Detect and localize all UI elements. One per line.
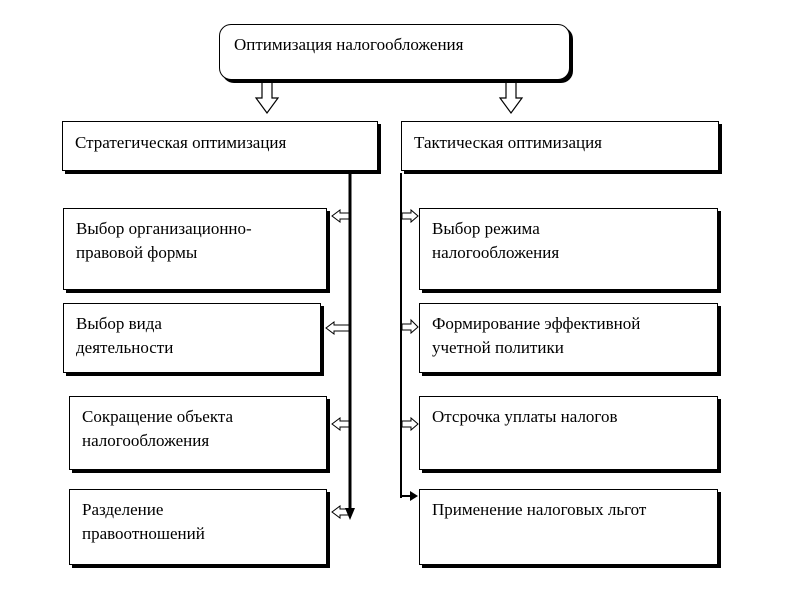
strategic-item-label: Сокращение объекта налогообложения xyxy=(82,407,234,450)
arrow-right-3 xyxy=(401,416,419,432)
arrow-left-2 xyxy=(325,321,350,335)
strategic-item-4: Разделение правоотношений xyxy=(69,489,327,565)
tactical-item-2: Формирование эффективной учетной политик… xyxy=(419,303,718,373)
arrow-right-4 xyxy=(401,491,418,501)
tactical-item-label: Отсрочка уплаты налогов xyxy=(432,407,618,426)
arrow-right-1 xyxy=(401,208,419,224)
arrow-left-1 xyxy=(331,209,350,223)
strategic-item-label: Разделение правоотношений xyxy=(82,500,205,543)
arrow-down-strategic xyxy=(254,81,280,115)
strategic-item-1: Выбор организационно- правовой формы xyxy=(63,208,327,290)
tactical-item-label: Выбор режима налогообложения xyxy=(432,219,560,262)
strategic-item-label: Выбор вида деятельности xyxy=(76,314,174,357)
tactical-item-1: Выбор режима налогообложения xyxy=(419,208,718,290)
arrow-down-tactical xyxy=(498,81,524,115)
tactical-item-3: Отсрочка уплаты налогов xyxy=(419,396,718,470)
strategic-item-3: Сокращение объекта налогообложения xyxy=(69,396,327,470)
strategic-header: Стратегическая оптимизация xyxy=(62,121,378,171)
tactical-item-4: Применение налоговых льгот xyxy=(419,489,718,565)
tactical-header: Тактическая оптимизация xyxy=(401,121,719,171)
strategic-item-2: Выбор вида деятельности xyxy=(63,303,321,373)
strategic-label: Стратегическая оптимизация xyxy=(75,133,287,152)
root-node: Оптимизация налогообложения xyxy=(219,24,570,80)
tactical-label: Тактическая оптимизация xyxy=(414,133,603,152)
tactical-item-label: Формирование эффективной учетной политик… xyxy=(432,314,641,357)
strategic-item-label: Выбор организационно- правовой формы xyxy=(76,219,252,262)
arrow-left-4 xyxy=(331,505,350,519)
arrow-left-3 xyxy=(331,417,350,431)
tactical-item-label: Применение налоговых льгот xyxy=(432,500,647,519)
strategic-spine-arrowhead xyxy=(345,508,355,520)
root-title: Оптимизация налогообложения xyxy=(234,35,464,54)
arrow-right-2 xyxy=(401,318,419,335)
